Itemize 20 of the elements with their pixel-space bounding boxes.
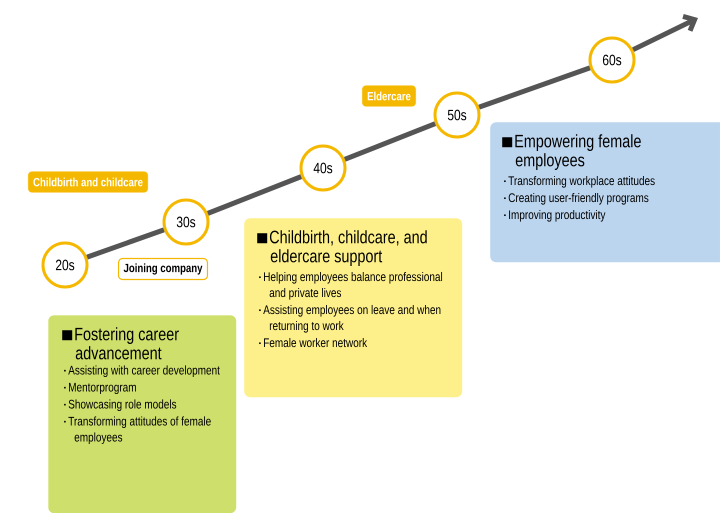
life-event-tag: Eldercare xyxy=(362,85,416,107)
bullet-item: Transforming workplace attitudes xyxy=(504,176,655,188)
bullet-item: Showcasing role models xyxy=(64,399,176,412)
bullet-item: Assisting employees on leave and when returning to work xyxy=(259,304,440,333)
timeline-arrow xyxy=(632,14,698,52)
bullet-item: Creating user-friendly programs xyxy=(504,192,648,205)
bullet-item: Improving productivity xyxy=(504,210,606,222)
bullet-item: Female worker network xyxy=(259,338,368,348)
bullet-item: Mentorprogram xyxy=(64,382,136,394)
bullet-item: Transforming attitudes of female employees xyxy=(64,416,211,444)
box-heading: Childbirth, childcare, and eldercare support xyxy=(257,230,427,266)
topic-box xyxy=(244,218,462,398)
bullet-item: Helping employees balance professional and private lives xyxy=(259,272,442,300)
life-event-tag: Childbirth and childcare xyxy=(28,171,148,193)
bullet-item: Assisting with career development xyxy=(64,365,220,378)
topic-box xyxy=(48,315,236,513)
box-heading: Empowering female employees xyxy=(502,134,641,170)
life-event-tag: Joining company xyxy=(118,258,208,280)
topic-box xyxy=(490,122,720,262)
box-heading: Fostering career advancement xyxy=(62,327,179,360)
